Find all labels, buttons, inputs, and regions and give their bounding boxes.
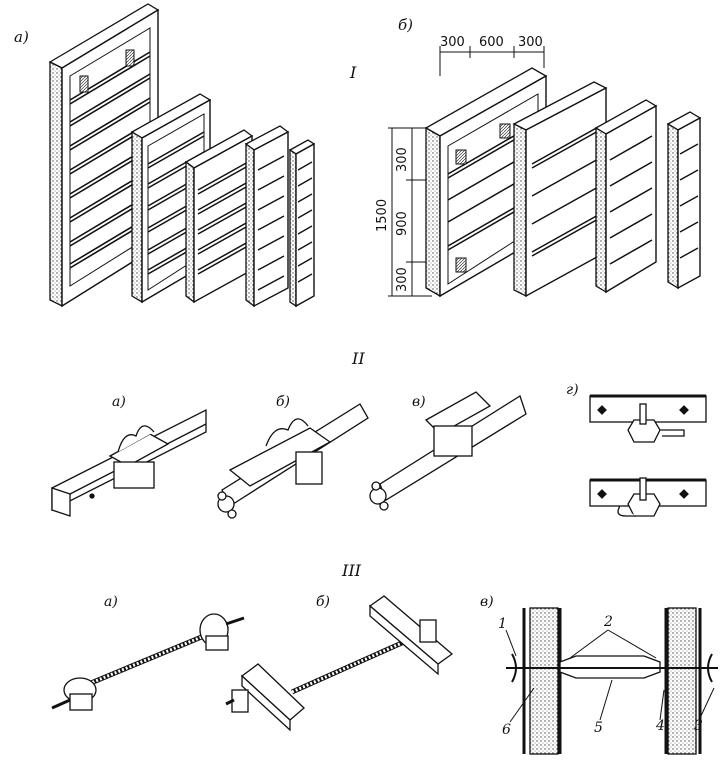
section-iii: III а) б) в): [51, 561, 718, 755]
callout-1: 1: [498, 616, 507, 632]
section-i: а) б) I: [14, 3, 702, 308]
roman-iii: III: [341, 561, 362, 580]
dim-side-bottom: 300: [395, 267, 410, 292]
label-iii-b: б): [316, 594, 330, 610]
section-ii: II а) б) в) г): [51, 349, 707, 519]
callout-3: 3: [694, 718, 703, 734]
label-ii-a: а): [112, 394, 126, 410]
dimension-top: 300 600 300: [439, 35, 545, 76]
dim-top-1: 300: [440, 35, 465, 50]
clamp-v: [369, 391, 527, 511]
dim-top-3: 300: [518, 35, 543, 50]
callout-6: 6: [502, 722, 511, 738]
panel-medium-b: [594, 99, 658, 294]
dim-side-middle: 900: [395, 211, 410, 236]
panel-narrow-1: [244, 125, 290, 308]
panel-narrow-2: [288, 139, 316, 308]
dim-side-top: 300: [395, 147, 410, 172]
clamp-detail-top: [589, 394, 707, 443]
label-ii-g: г): [566, 382, 579, 398]
label-iii-v: в): [480, 594, 494, 610]
wall-section-v: [505, 607, 718, 755]
panel-medium-2: [184, 129, 254, 304]
label-i-b: б): [398, 16, 413, 34]
label-iii-a: а): [104, 594, 118, 610]
label-ii-v: в): [412, 394, 426, 410]
roman-i: I: [349, 63, 357, 82]
callout-4: 4: [655, 718, 665, 734]
tie-rod-a: [51, 613, 245, 711]
dim-side-total: 1500: [375, 199, 390, 232]
roman-ii: II: [351, 349, 365, 368]
label-ii-b: б): [276, 394, 290, 410]
clamp-b: [217, 403, 369, 519]
clamp-a: [51, 408, 207, 517]
dim-top-2: 600: [479, 35, 504, 50]
panel-wide-b2: [512, 81, 608, 298]
panel-narrow-b: [666, 111, 702, 290]
callout-5: 5: [594, 720, 603, 736]
callout-2: 2: [603, 614, 613, 630]
label-i-a: а): [14, 28, 29, 46]
clamp-detail-bottom: [589, 477, 707, 517]
tie-rod-b: [225, 595, 454, 732]
dimension-side: 1500 300 900 300: [375, 127, 432, 297]
